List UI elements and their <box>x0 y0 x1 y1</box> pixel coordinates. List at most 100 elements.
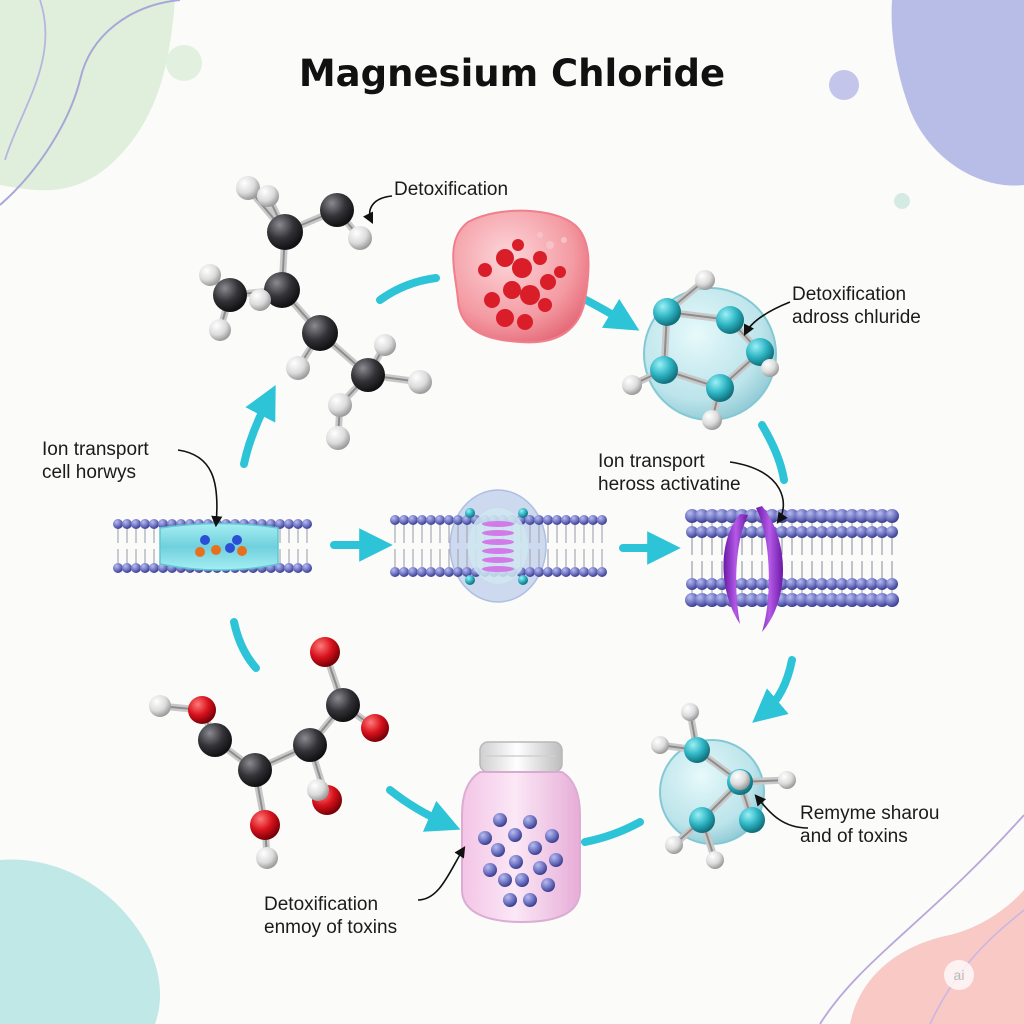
atom <box>361 714 389 742</box>
atom <box>684 737 710 763</box>
magnesium-ion <box>503 893 517 907</box>
lipid-head <box>865 509 879 523</box>
lipid-head <box>417 567 427 577</box>
lipid-head <box>525 567 535 577</box>
atom <box>264 272 300 308</box>
membrane-middle <box>390 489 607 603</box>
atom <box>761 359 779 377</box>
lipid-head <box>856 526 868 538</box>
lipid-head <box>588 567 598 577</box>
lipid-head <box>552 515 562 525</box>
arrow-1 <box>376 274 440 304</box>
lipid-head <box>597 567 607 577</box>
lipid-head <box>302 563 312 573</box>
lipid-head <box>796 526 808 538</box>
molecule-bottom-left <box>149 637 389 869</box>
supplement-jar <box>461 741 581 924</box>
lipid-head <box>816 526 828 538</box>
atom <box>348 226 372 250</box>
atom <box>250 810 280 840</box>
magnesium-ion <box>515 873 529 887</box>
magnesium-ion <box>483 863 497 877</box>
lipid-head <box>835 593 849 607</box>
ion-band <box>482 557 514 563</box>
lipid-head <box>776 526 788 538</box>
lipid-head <box>543 567 553 577</box>
lipid-head <box>796 578 808 590</box>
lipid-head <box>755 593 769 607</box>
lipid-head <box>746 578 758 590</box>
lipid-head <box>426 567 436 577</box>
lipid-head <box>705 593 719 607</box>
arrow-8 <box>240 385 276 468</box>
arrow-7 <box>230 618 260 672</box>
lipid-head <box>806 526 818 538</box>
chloride-complex-bottom-right <box>651 703 796 869</box>
toxin-particle <box>512 239 524 251</box>
ion-band <box>482 530 514 536</box>
magnesium-ion <box>498 873 512 887</box>
atom <box>320 193 354 227</box>
magnesium-ion <box>545 829 559 843</box>
lipid-head <box>715 593 729 607</box>
lipid-head <box>686 526 698 538</box>
atom <box>746 338 774 366</box>
transport-protein <box>756 506 783 632</box>
lipid-head <box>825 509 839 523</box>
lipid-head <box>886 578 898 590</box>
lipid-head <box>149 563 159 573</box>
atom <box>149 695 171 717</box>
lipid-head <box>805 509 819 523</box>
magnesium-ion <box>533 861 547 875</box>
toxin-particle <box>517 314 533 330</box>
lipid-head <box>408 515 418 525</box>
lipid-head <box>856 578 868 590</box>
lipid-head <box>543 515 553 525</box>
molecule-top-left <box>199 176 432 450</box>
toxin-particle <box>540 274 556 290</box>
lipid-head <box>725 509 739 523</box>
ai-watermark: ai <box>944 960 974 990</box>
ion <box>195 547 205 557</box>
lipid-head <box>696 526 708 538</box>
lipid-head <box>875 593 889 607</box>
atom <box>256 847 278 869</box>
lipid-head <box>836 578 848 590</box>
page-title: Magnesium Chloride <box>298 52 726 95</box>
atom <box>293 728 327 762</box>
lipid-head <box>275 563 285 573</box>
lipid-head <box>122 563 132 573</box>
lipid-head <box>835 509 849 523</box>
lipid-head <box>275 519 285 529</box>
lipid-head <box>131 563 141 573</box>
toxin-particle <box>496 309 514 327</box>
atom <box>622 375 642 395</box>
magnesium-ion <box>523 893 537 907</box>
lipid-head <box>855 509 869 523</box>
ion <box>225 543 235 553</box>
ion-band <box>482 548 514 554</box>
toxin-particle <box>554 266 566 278</box>
lipid-head <box>696 578 708 590</box>
atom <box>408 370 432 394</box>
atom <box>716 306 744 334</box>
atom <box>706 851 724 869</box>
atom <box>730 770 750 790</box>
atom <box>257 185 279 207</box>
ion-band <box>482 539 514 545</box>
lipid-head <box>756 578 768 590</box>
lipid-head <box>715 509 729 523</box>
lipid-head <box>444 567 454 577</box>
lipid-head <box>886 526 898 538</box>
ion <box>200 535 210 545</box>
lipid-head <box>836 526 848 538</box>
lipid-head <box>534 567 544 577</box>
atom <box>307 779 329 801</box>
lipid-head <box>293 563 303 573</box>
toxin-particle <box>512 258 532 278</box>
lipid-head <box>875 509 889 523</box>
